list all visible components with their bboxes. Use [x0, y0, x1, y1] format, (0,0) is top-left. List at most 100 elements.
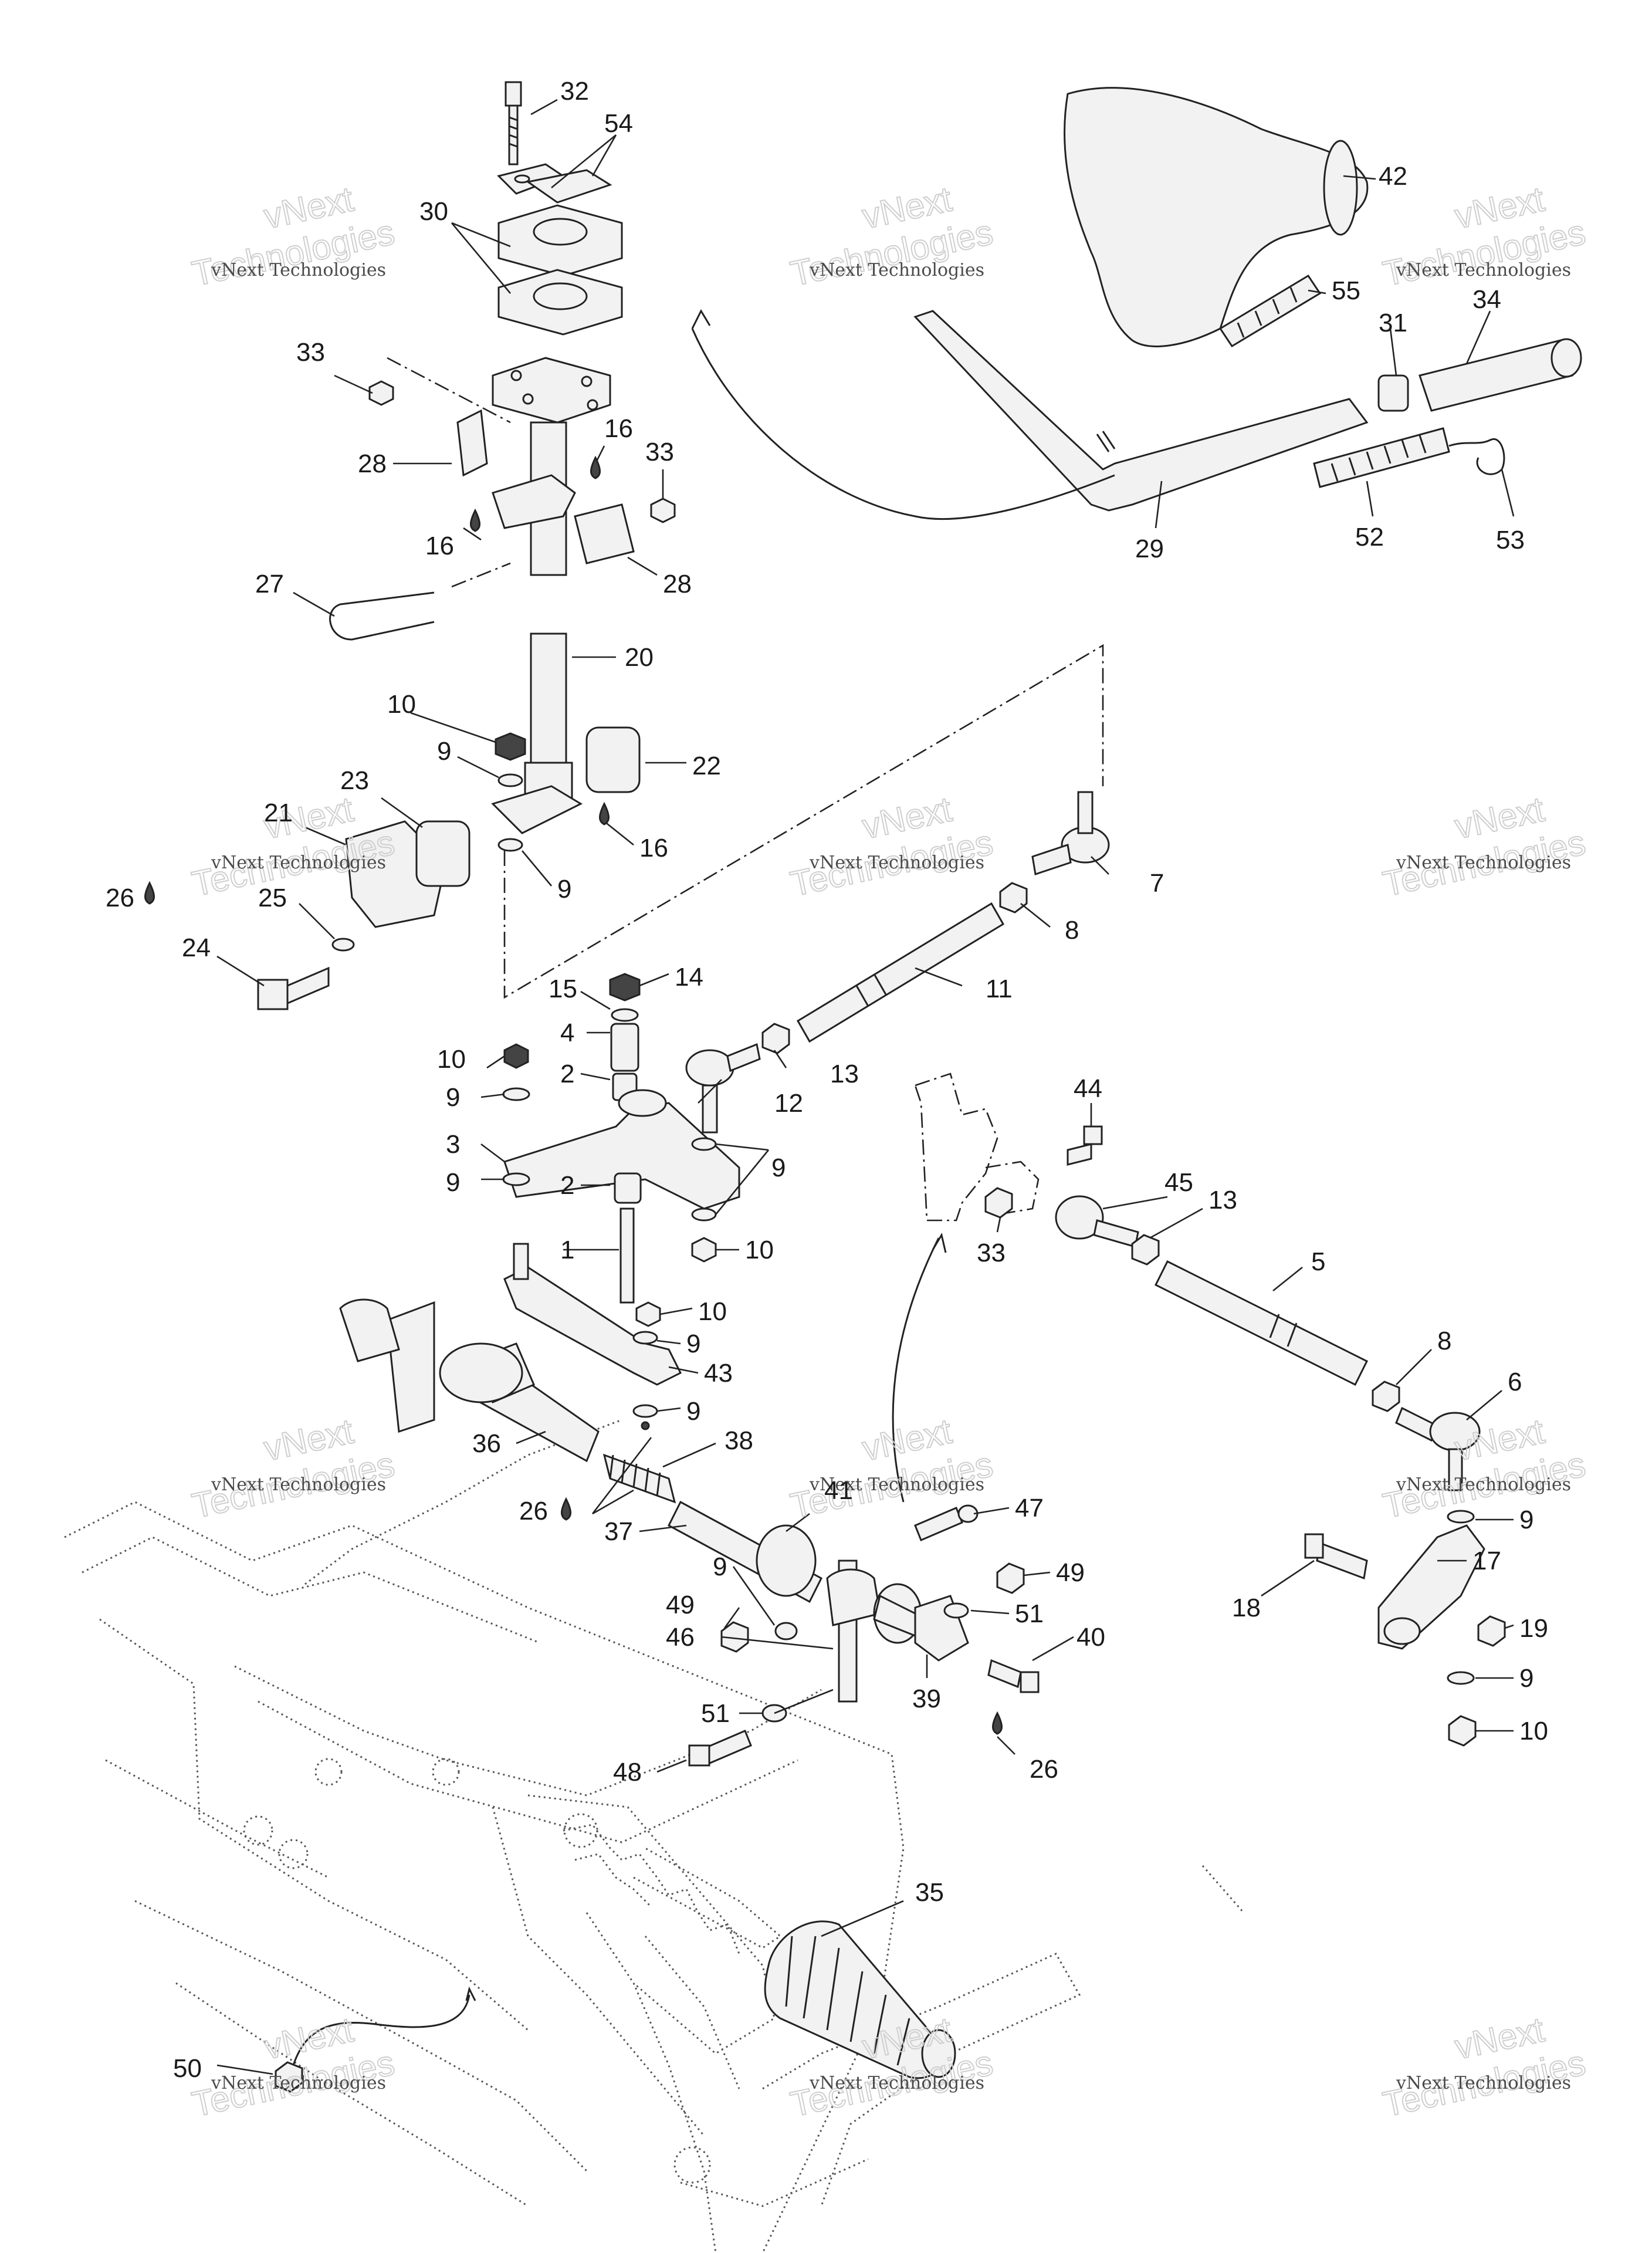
callout-4: 4: [560, 1019, 574, 1047]
callout-39: 39: [912, 1684, 941, 1713]
callout-37: 37: [604, 1517, 633, 1546]
watermark-text: vNext Technologies: [809, 260, 984, 280]
callout-28: 28: [358, 449, 387, 478]
callout-50: 50: [173, 2054, 202, 2083]
callout-33: 33: [645, 438, 674, 466]
callout-13: 13: [1208, 1186, 1237, 1215]
callout-36: 36: [472, 1429, 501, 1458]
callout-16: 16: [639, 834, 668, 862]
tie-rod-upper: [685, 791, 1110, 1134]
callout-9: 9: [771, 1153, 786, 1182]
callout-6: 6: [1508, 1368, 1522, 1396]
callout-41: 41: [824, 1476, 853, 1505]
callout-47: 47: [1015, 1494, 1044, 1523]
callout-34: 34: [1472, 285, 1501, 314]
callout-48: 48: [613, 1758, 642, 1787]
callout-22: 22: [692, 752, 721, 780]
callout-27: 27: [255, 570, 284, 598]
callout-5: 5: [1311, 1247, 1325, 1276]
lubricant-drop-icon: [599, 801, 610, 826]
tie-rod-right: [914, 1073, 1506, 1747]
callout-30: 30: [419, 197, 448, 226]
callout-11: 11: [986, 975, 1013, 1003]
lubricant-drop-icon: [561, 1497, 571, 1521]
callout-51: 51: [701, 1699, 730, 1728]
callout-19: 19: [1519, 1614, 1548, 1643]
leader-lines: [216, 99, 1515, 2075]
callout-45: 45: [1164, 1168, 1193, 1197]
callout-55: 55: [1332, 276, 1360, 305]
watermark-text: vNext Technologies: [1396, 853, 1571, 873]
callout-51: 51: [1015, 1599, 1044, 1628]
callout-35: 35: [915, 1878, 944, 1907]
callout-10: 10: [698, 1297, 727, 1326]
callout-10: 10: [387, 690, 416, 719]
callout-23: 23: [340, 766, 369, 795]
callout-7: 7: [1150, 869, 1164, 898]
callout-9: 9: [1519, 1664, 1533, 1693]
callout-17: 17: [1472, 1547, 1501, 1575]
callout-2: 2: [560, 1060, 574, 1088]
callout-labels: 32 54 30 33 28 16 33 16 28 27 20 10 9 22…: [106, 77, 1548, 2083]
callout-1: 1: [560, 1236, 574, 1264]
callout-9: 9: [557, 875, 571, 904]
steering-boot: [275, 1920, 956, 2093]
watermark-text: vNext Technologies: [211, 2073, 386, 2093]
callout-46: 46: [666, 1623, 695, 1652]
frame-outline: [64, 1419, 1245, 2253]
callout-26: 26: [1030, 1755, 1058, 1784]
callout-15: 15: [549, 975, 577, 1003]
callout-16: 16: [425, 532, 454, 560]
callout-43: 43: [704, 1359, 733, 1388]
callout-33: 33: [296, 338, 325, 367]
callout-14: 14: [675, 963, 703, 992]
callout-13: 13: [830, 1060, 859, 1088]
watermark-text: vNext Technologies: [211, 260, 386, 280]
watermark-text: vNext Technologies: [211, 1474, 386, 1495]
steering-shaft: [339, 1298, 1040, 1767]
callout-25: 25: [258, 884, 287, 912]
callout-49: 49: [1056, 1558, 1085, 1587]
callout-10: 10: [745, 1236, 774, 1264]
lubricant-symbols: [470, 455, 1003, 1735]
callout-29: 29: [1135, 535, 1164, 563]
callout-53: 53: [1496, 526, 1525, 554]
pitman-arm: [502, 973, 740, 1418]
assembly-lines: [387, 309, 1104, 1503]
watermark-text: vNext Technologies: [809, 2073, 984, 2093]
callout-38: 38: [725, 1426, 753, 1455]
callout-9: 9: [437, 737, 451, 766]
lubricant-drop-icon: [992, 1711, 1003, 1735]
callout-28: 28: [663, 570, 692, 598]
callout-32: 32: [560, 77, 589, 106]
lubricant-drop-icon: [470, 508, 480, 532]
callout-2: 2: [560, 1171, 574, 1200]
callout-9: 9: [446, 1168, 460, 1197]
steering-column: [257, 81, 676, 1010]
callout-16: 16: [604, 414, 633, 443]
callout-8: 8: [1437, 1327, 1451, 1355]
callout-33: 33: [977, 1239, 1006, 1267]
watermark-text: vNext Technologies: [809, 1474, 984, 1495]
callout-44: 44: [1074, 1074, 1102, 1103]
callout-20: 20: [625, 643, 654, 672]
callout-8: 8: [1065, 916, 1079, 945]
callout-49: 49: [666, 1591, 695, 1619]
callout-9: 9: [446, 1083, 460, 1112]
callout-18: 18: [1232, 1594, 1261, 1622]
callout-26: 26: [519, 1497, 548, 1525]
callout-54: 54: [604, 109, 633, 138]
watermark-text: vNext Technologies: [211, 853, 386, 873]
callout-52: 52: [1355, 523, 1384, 552]
callout-9: 9: [713, 1552, 727, 1581]
callout-3: 3: [446, 1130, 460, 1159]
watermark-text: vNext Technologies: [809, 853, 984, 873]
callout-10: 10: [437, 1045, 466, 1074]
callout-42: 42: [1379, 162, 1407, 191]
handlebar: [691, 87, 1582, 520]
lubricant-drop-icon: [144, 881, 155, 905]
callout-31: 31: [1379, 309, 1407, 337]
callout-40: 40: [1076, 1623, 1105, 1652]
callout-12: 12: [774, 1089, 803, 1118]
